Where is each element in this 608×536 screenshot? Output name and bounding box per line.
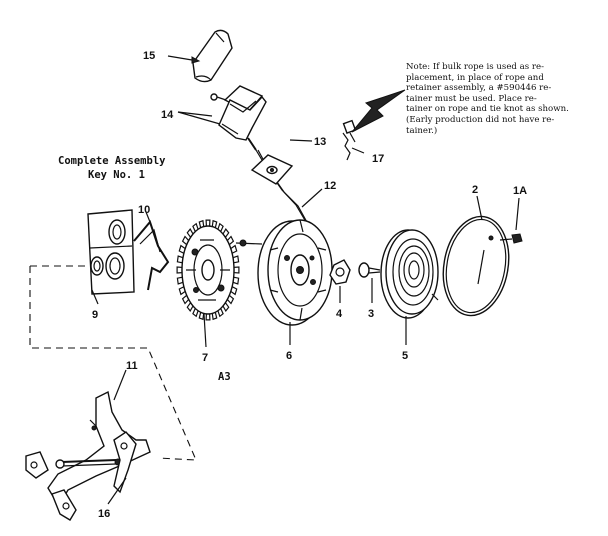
gear-tooth <box>176 266 183 274</box>
label-15: 15 <box>143 50 155 62</box>
label-6: 6 <box>286 350 292 362</box>
part-3-screw <box>358 262 381 278</box>
note-line: tainer.) <box>406 125 438 136</box>
part-6-pulley <box>257 219 333 326</box>
note-line: retainer assembly, a #590446 re- <box>406 83 552 94</box>
part-2-cover-plate <box>442 215 510 317</box>
note-line: (Early production did not have re- <box>406 114 555 125</box>
label-12: 12 <box>324 180 336 192</box>
gear-tooth <box>205 313 211 321</box>
label-16: 16 <box>98 508 110 520</box>
note-line: tainer must be used. Place re- <box>406 93 537 104</box>
caption-line-2: Key No. 1 <box>88 169 145 181</box>
part-15-handle-grip <box>192 29 233 83</box>
part-10-spring-clip <box>133 219 170 291</box>
label-1a: 1A <box>513 185 527 197</box>
caption-line-1: Complete Assembly <box>58 155 166 167</box>
part-7-gear <box>176 219 240 321</box>
note-line: tainer on rope and tie knot as shown. <box>406 104 569 115</box>
label-3: 3 <box>368 308 374 320</box>
label-14: 14 <box>161 109 174 121</box>
part-1a-screw <box>499 233 523 244</box>
part-11-bracket <box>25 390 151 521</box>
label-5: 5 <box>402 350 408 362</box>
label-9: 9 <box>92 309 98 321</box>
gear-tooth <box>205 219 211 227</box>
note-line: placement, in place of rope and <box>406 72 544 83</box>
label-2: 2 <box>472 184 478 196</box>
label-4: 4 <box>336 308 343 320</box>
part-4-nut <box>329 259 351 285</box>
part-5-recoil-spring <box>380 229 439 319</box>
label-17: 17 <box>372 153 384 165</box>
replacement-note: Note: If bulk rope is used as re- placem… <box>406 62 598 136</box>
label-10: 10 <box>138 204 150 216</box>
note-line: Note: If bulk rope is used as re- <box>406 62 545 72</box>
label-13: 13 <box>314 136 326 148</box>
figure-code: A3 <box>218 371 231 383</box>
part-9-bracket-plate <box>87 209 135 295</box>
part-14-handle-frame <box>210 85 267 151</box>
label-11: 11 <box>126 360 138 372</box>
part-13-rope-guide <box>250 154 294 185</box>
label-7: 7 <box>202 352 208 364</box>
part-17-rope-retainer <box>342 119 357 161</box>
gear-tooth <box>233 266 240 274</box>
